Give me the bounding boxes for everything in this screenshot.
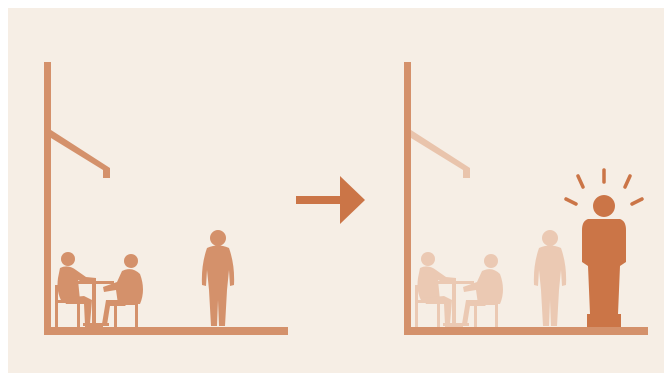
illustration-canvas <box>8 8 664 373</box>
floor <box>44 327 288 335</box>
wall <box>404 62 411 334</box>
floor <box>404 327 648 335</box>
illustration-panel <box>8 8 664 373</box>
wall <box>44 62 51 334</box>
